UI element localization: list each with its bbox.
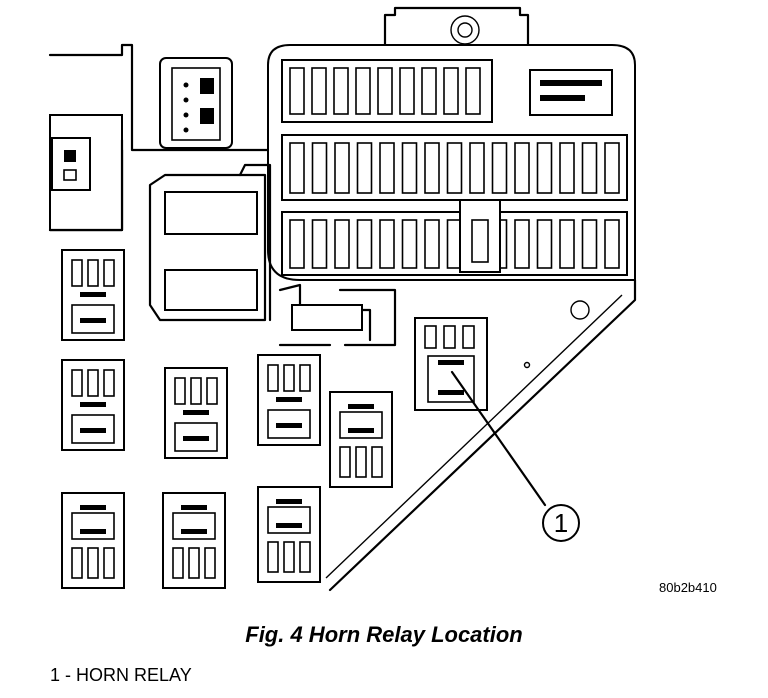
- callout-leader: 1: [450, 370, 580, 542]
- fuse-slot: [491, 142, 508, 194]
- fuse-slot: [581, 219, 598, 269]
- fuse-slot: [559, 219, 575, 269]
- fuse-slot: [559, 142, 575, 194]
- relay: [257, 486, 321, 583]
- fuse-slot: [421, 67, 437, 115]
- fuse-slot: [424, 142, 440, 194]
- legend-item: 1 - HORN RELAY: [50, 665, 192, 685]
- panel-edge: [325, 278, 637, 592]
- connector-block: [159, 57, 233, 149]
- fuse-slot: [356, 142, 373, 194]
- relay: [164, 367, 228, 459]
- fuse-slot: [471, 219, 489, 263]
- panel-outline: [48, 43, 280, 232]
- relay: [61, 249, 125, 341]
- fuse-slot: [289, 219, 305, 269]
- figure-caption: Fig. 4 Horn Relay Location: [245, 622, 523, 647]
- relay: [329, 391, 393, 488]
- fuse-slot: [604, 142, 620, 194]
- fuse-slot: [401, 142, 418, 194]
- fuse-slot: [536, 219, 553, 269]
- fuse-slot: [443, 67, 459, 115]
- fuse-slot: [536, 142, 553, 194]
- fuse-slot: [289, 67, 305, 115]
- fuse-slot: [514, 219, 530, 269]
- relay: [257, 354, 321, 446]
- fuse-slot: [377, 67, 393, 115]
- fuse-slot: [401, 219, 418, 269]
- relay: [61, 492, 125, 589]
- fuse-slot: [334, 219, 350, 269]
- relay: [162, 492, 226, 589]
- fuse-slot: [334, 142, 350, 194]
- fuse-slot: [465, 67, 481, 115]
- fuse-slot: [379, 219, 395, 269]
- fuse-slot: [289, 142, 305, 194]
- fuse-slot: [355, 67, 371, 115]
- fuse-slot: [469, 142, 485, 194]
- relay: [61, 359, 125, 451]
- fuse-slot: [379, 142, 395, 194]
- fuse-slot: [356, 219, 373, 269]
- fuse-slot: [604, 219, 620, 269]
- fuse-slot: [399, 67, 415, 115]
- fuse-slot: [581, 142, 598, 194]
- image-code: 80b2b410: [659, 580, 717, 595]
- fuse-slot: [424, 219, 440, 269]
- fuse-slot: [514, 142, 530, 194]
- mounting-tab: [383, 6, 530, 47]
- legend: 1 - HORN RELAY: [50, 665, 192, 686]
- fuse-slot-rows: [289, 67, 620, 273]
- fuse-slot: [311, 67, 327, 115]
- fuse-slot: [311, 142, 328, 194]
- fuse-block-diagram: 1: [48, 6, 637, 592]
- callout-number: 1: [554, 508, 568, 538]
- fuse-slot: [446, 142, 463, 194]
- relay-group: [61, 249, 393, 589]
- fuse-slot: [311, 219, 328, 269]
- fuse-slot: [333, 67, 349, 115]
- horn-relay: [414, 317, 488, 411]
- maxi-fuse-holder: [148, 163, 397, 347]
